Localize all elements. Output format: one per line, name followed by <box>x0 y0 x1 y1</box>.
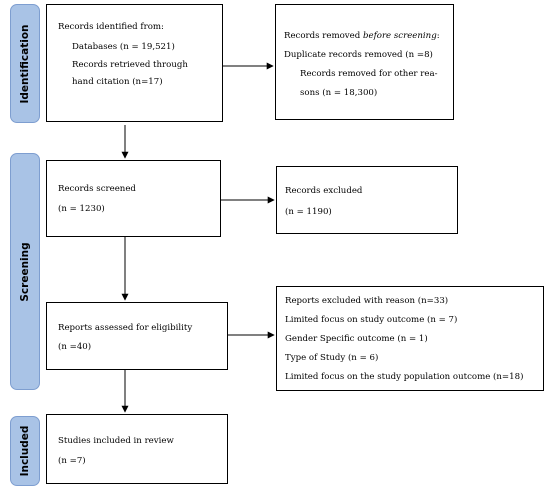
exclusion-reason: Gender Specific outcome (n = 1) <box>285 334 428 344</box>
reports-excluded-box: Reports excluded with reason (n=33) Limi… <box>276 286 544 391</box>
reports-assessed-heading: Reports assessed for eligibility <box>58 323 193 333</box>
records-removed-box: Records removed before screening: Duplic… <box>275 4 454 120</box>
stage-label-screening: Screening <box>10 153 40 390</box>
duplicates-removed: Duplicate records removed (n =8) <box>284 50 433 60</box>
exclusion-reason: Limited focus on study outcome (n = 7) <box>285 315 458 325</box>
records-excluded-box: Records excluded (n = 1190) <box>276 166 458 234</box>
records-excluded-count: (n = 1190) <box>285 207 332 217</box>
studies-included-box: Studies included in review (n =7) <box>46 414 228 484</box>
hand-citation-line-1: Records retrieved through <box>72 60 188 70</box>
exclusion-reason: Type of Study (n = 6) <box>285 353 379 363</box>
reports-excluded-heading: Reports excluded with reason (n=33) <box>285 296 449 306</box>
studies-included-count: (n =7) <box>58 456 86 466</box>
stage-label-identification: Identification <box>10 4 40 123</box>
records-screened-box: Records screened (n = 1230) <box>46 160 221 237</box>
records-screened-heading: Records screened <box>58 184 136 194</box>
records-screened-count: (n = 1230) <box>58 204 105 214</box>
reports-assessed-box: Reports assessed for eligibility (n =40) <box>46 302 228 370</box>
hand-citation-line-2: hand citation (n=17) <box>72 77 163 87</box>
records-identified-box: Records identified from: Databases (n = … <box>46 4 223 122</box>
records-identified-heading: Records identified from: <box>58 22 164 32</box>
other-removed-line-2: sons (n = 18,300) <box>300 88 378 98</box>
stage-label-included: Included <box>10 416 40 486</box>
records-removed-heading: Records removed before screening: <box>284 31 440 41</box>
reports-assessed-count: (n =40) <box>58 342 92 352</box>
records-excluded-heading: Records excluded <box>285 186 363 196</box>
other-removed-line-1: Records removed for other rea- <box>300 69 438 79</box>
databases-count: Databases (n = 19,521) <box>72 42 175 52</box>
studies-included-heading: Studies included in review <box>58 436 174 446</box>
exclusion-reason: Limited focus on the study population ou… <box>285 372 524 382</box>
